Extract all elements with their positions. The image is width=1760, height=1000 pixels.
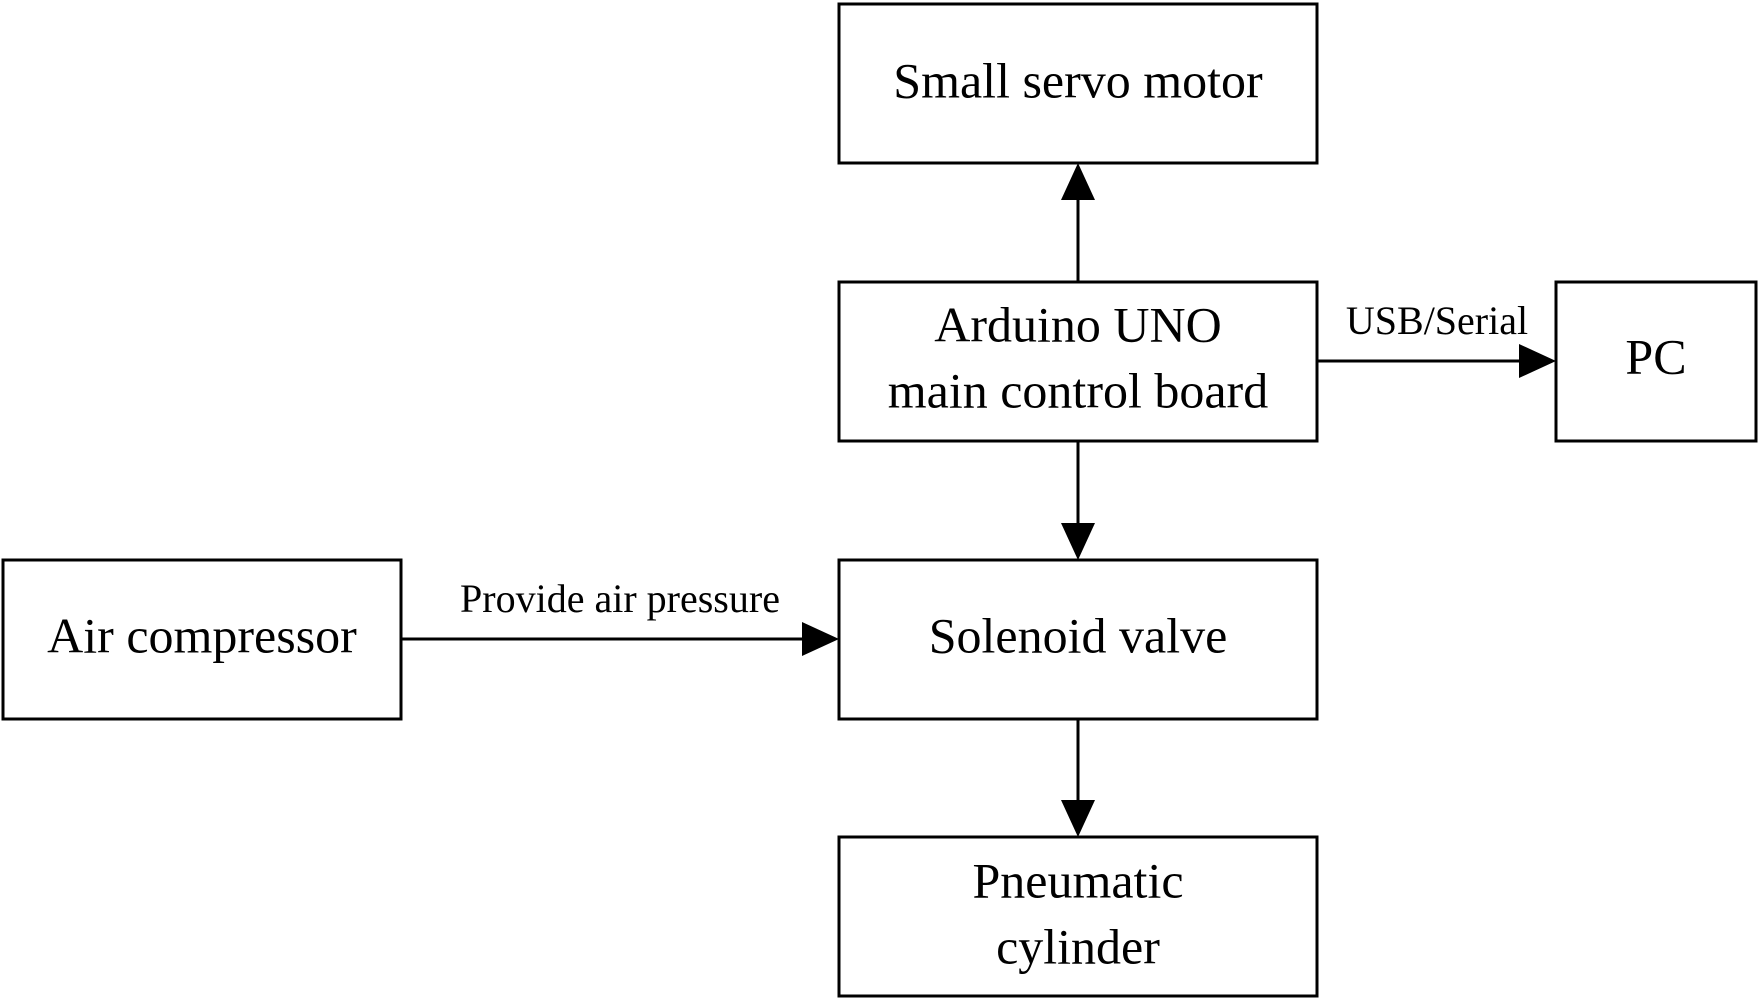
node-label-cylinder-line1: Pneumatic — [972, 852, 1183, 908]
arrowhead-pc — [1519, 344, 1556, 378]
edge-arduino-to-pc: USB/Serial — [1317, 298, 1556, 378]
arrowhead-servo — [1061, 163, 1095, 200]
node-label-pc: PC — [1625, 328, 1686, 384]
node-box-arduino-uno — [837, 280, 1319, 443]
node-label-arduino-line1: Arduino UNO — [934, 296, 1221, 352]
arrowhead-solenoid-from-compressor — [802, 622, 839, 656]
edge-compressor-to-solenoid: Provide air pressure — [401, 576, 839, 656]
arrowhead-cylinder — [1061, 800, 1095, 837]
node-air-compressor: Air compressor — [1, 558, 403, 721]
node-small-servo-motor: Small servo motor — [837, 2, 1319, 165]
node-box-solenoid-valve — [837, 558, 1319, 721]
node-pneumatic-cylinder: Pneumatic cylinder — [837, 835, 1319, 998]
node-label-air-compressor: Air compressor — [47, 607, 357, 663]
node-label-arduino-line2: main control board — [888, 362, 1268, 418]
edge-label-provide-air-pressure: Provide air pressure — [460, 576, 780, 621]
node-box-pc — [1554, 280, 1758, 443]
edge-solenoid-to-cylinder — [1061, 719, 1095, 837]
node-box-pneumatic-cylinder — [837, 835, 1319, 998]
node-label-cylinder-line2: cylinder — [996, 918, 1160, 974]
node-box-small-servo-motor — [837, 2, 1319, 165]
arrowhead-solenoid-from-arduino — [1061, 523, 1095, 560]
node-arduino-uno: Arduino UNO main control board — [837, 280, 1319, 443]
node-label-small-servo-motor: Small servo motor — [893, 52, 1263, 108]
node-solenoid-valve: Solenoid valve — [837, 558, 1319, 721]
node-pc: PC — [1554, 280, 1758, 443]
node-label-solenoid-valve: Solenoid valve — [929, 607, 1228, 663]
edge-arduino-to-servo — [1061, 163, 1095, 282]
node-box-air-compressor — [1, 558, 403, 721]
edge-label-usb-serial: USB/Serial — [1346, 298, 1528, 343]
edge-arduino-to-solenoid — [1061, 441, 1095, 560]
